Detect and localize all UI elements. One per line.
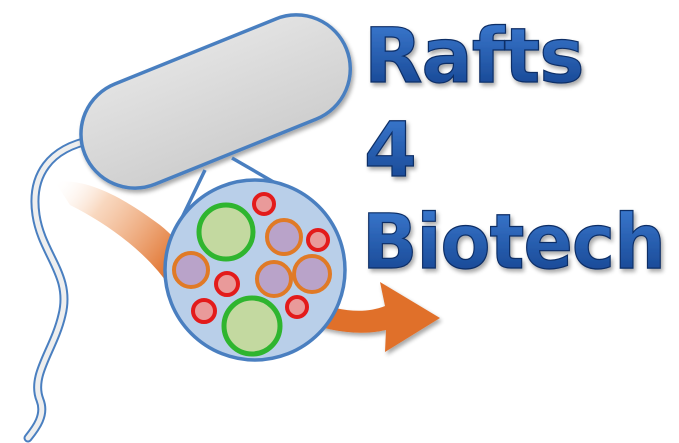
logo-line-3: Biotech: [362, 197, 665, 286]
lipid-raft-orange: [292, 254, 332, 294]
output-arrow-icon: [300, 282, 440, 352]
flagellum-icon: [23, 135, 97, 443]
lipid-raft-red: [252, 192, 276, 216]
lipid-raft-orange: [265, 218, 303, 256]
lipid-raft-red: [285, 295, 309, 319]
lipid-raft-green: [196, 202, 256, 262]
lipid-raft-green: [221, 295, 283, 357]
wordmark: Rafts 4 Biotech: [361, 10, 666, 286]
lipid-raft-orange: [172, 251, 210, 289]
lipid-raft-red: [306, 228, 330, 252]
bacterium-cell-icon: [79, 13, 353, 190]
logo-line-1: Rafts: [364, 11, 583, 100]
lipid-raft-red: [214, 271, 240, 297]
logo-line-2: 4: [364, 105, 416, 194]
lipid-raft-orange: [255, 260, 293, 298]
flow-stream-icon: [55, 181, 190, 290]
lipid-raft-group: [172, 192, 332, 357]
lipid-raft-red: [191, 298, 217, 324]
